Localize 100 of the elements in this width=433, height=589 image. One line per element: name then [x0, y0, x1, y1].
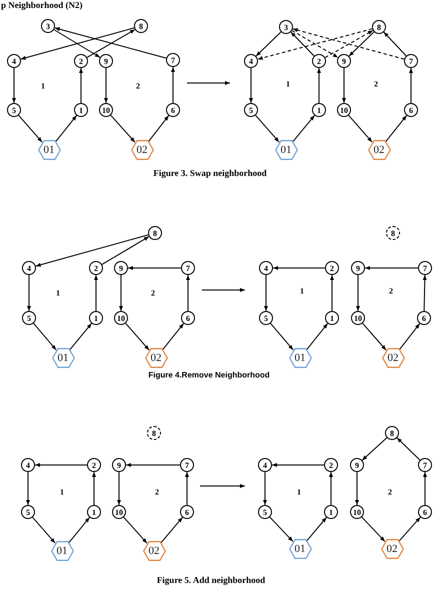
hexagon-node: 02 [130, 140, 154, 160]
arrow [86, 29, 136, 58]
arrow [383, 32, 407, 56]
arrow [317, 68, 321, 104]
arrow [255, 114, 280, 143]
circle-node: 9 [112, 458, 126, 472]
circle-node: 3 [279, 20, 293, 34]
dashed-arrow [292, 30, 338, 58]
arrow [162, 322, 184, 350]
circle-node: 9 [350, 458, 364, 472]
circle-node: 9 [99, 54, 113, 68]
hexagon-node: 02 [380, 539, 404, 559]
circle-node: 6 [181, 311, 195, 325]
hexagon-node: 01 [38, 140, 60, 160]
figure-caption: Figure 4.Remove Neighborhood [148, 370, 270, 380]
circle-node: 1 [89, 311, 103, 325]
circle-node: 2 [324, 458, 338, 472]
arrow [330, 274, 334, 312]
circle-node: 5 [7, 103, 21, 117]
arrow [356, 274, 360, 312]
route-number: 1 [300, 286, 304, 296]
circle-node: 1 [74, 103, 88, 117]
dashed-arrow [292, 28, 405, 60]
arrow [123, 516, 148, 544]
arrow [33, 322, 57, 350]
circle-node: 4 [244, 54, 258, 68]
circle-node: 6 [418, 505, 432, 519]
hexagon-node: 02 [144, 348, 168, 368]
circle-node: 5 [21, 505, 35, 519]
hexagon-node: 01 [52, 348, 74, 368]
arrow [399, 323, 420, 350]
circle-node: 9 [114, 261, 128, 275]
arrow [34, 463, 88, 467]
circle-node: 3 [41, 19, 55, 33]
route-number: 2 [155, 488, 159, 496]
circle-node: 4 [22, 261, 36, 275]
arrow [27, 274, 31, 312]
arrow [362, 322, 387, 351]
dashed-arrow [324, 30, 374, 58]
dashed-circle-node: 8 [386, 226, 400, 240]
circle-node: 1 [325, 311, 339, 325]
circle-node: 10 [99, 103, 113, 117]
section-heading: p Neighborhood (N2) [1, 0, 83, 10]
dashed-arrow [257, 28, 373, 60]
arrow [69, 322, 92, 350]
circle-node: 10 [114, 311, 128, 325]
arrow [79, 68, 83, 104]
arrow [160, 516, 183, 544]
arrow [272, 266, 326, 270]
circle-node: 4 [21, 458, 35, 472]
arrow [126, 463, 180, 467]
circle-node: 2 [87, 458, 101, 472]
circle-node: 2 [74, 54, 88, 68]
arrow [110, 114, 136, 143]
circle-node: 6 [166, 103, 180, 117]
arrow [12, 68, 16, 104]
route-number: 1 [60, 488, 64, 496]
arrow [256, 31, 282, 57]
arrow [306, 516, 327, 542]
arrow [396, 437, 420, 461]
arrow [272, 463, 324, 467]
arrow [263, 472, 267, 506]
arrow [422, 274, 427, 312]
circle-node: 2 [325, 261, 339, 275]
arrow [68, 516, 90, 544]
circle-node: 7 [404, 54, 418, 68]
circle-node: 7 [166, 53, 180, 67]
hexagon-node: 01 [288, 539, 312, 559]
circle-node: 1 [312, 103, 326, 117]
circle-node: 10 [350, 505, 364, 519]
circle-node: 7 [180, 458, 194, 472]
circle-node: 6 [417, 311, 431, 325]
arrow [364, 266, 418, 270]
arrow [362, 437, 388, 461]
route-number: 2 [151, 288, 155, 298]
arrow [148, 115, 170, 142]
circle-node: 2 [312, 54, 326, 68]
hexagon-node: 01 [50, 541, 74, 561]
circle-node: 1 [324, 505, 338, 519]
arrow [185, 472, 189, 506]
circle-node: 4 [258, 458, 272, 472]
arrow [94, 274, 98, 312]
arrow [92, 472, 96, 506]
route-number: 2 [388, 488, 392, 496]
arrow [423, 472, 427, 506]
arrow [329, 472, 333, 506]
arrow [104, 68, 108, 104]
circle-node: 2 [89, 261, 103, 275]
arrow [55, 114, 78, 142]
route-number: 2 [136, 82, 140, 90]
circle-node: 4 [7, 54, 21, 68]
route-number: 1 [41, 82, 45, 90]
circle-node: 8 [148, 226, 162, 240]
arrow [171, 66, 175, 104]
arrow [361, 516, 386, 542]
hexagon-node: 01 [274, 140, 298, 160]
arrow [102, 236, 150, 265]
route-number: 1 [297, 488, 301, 496]
circle-node: 9 [337, 54, 351, 68]
arrow [264, 274, 268, 312]
